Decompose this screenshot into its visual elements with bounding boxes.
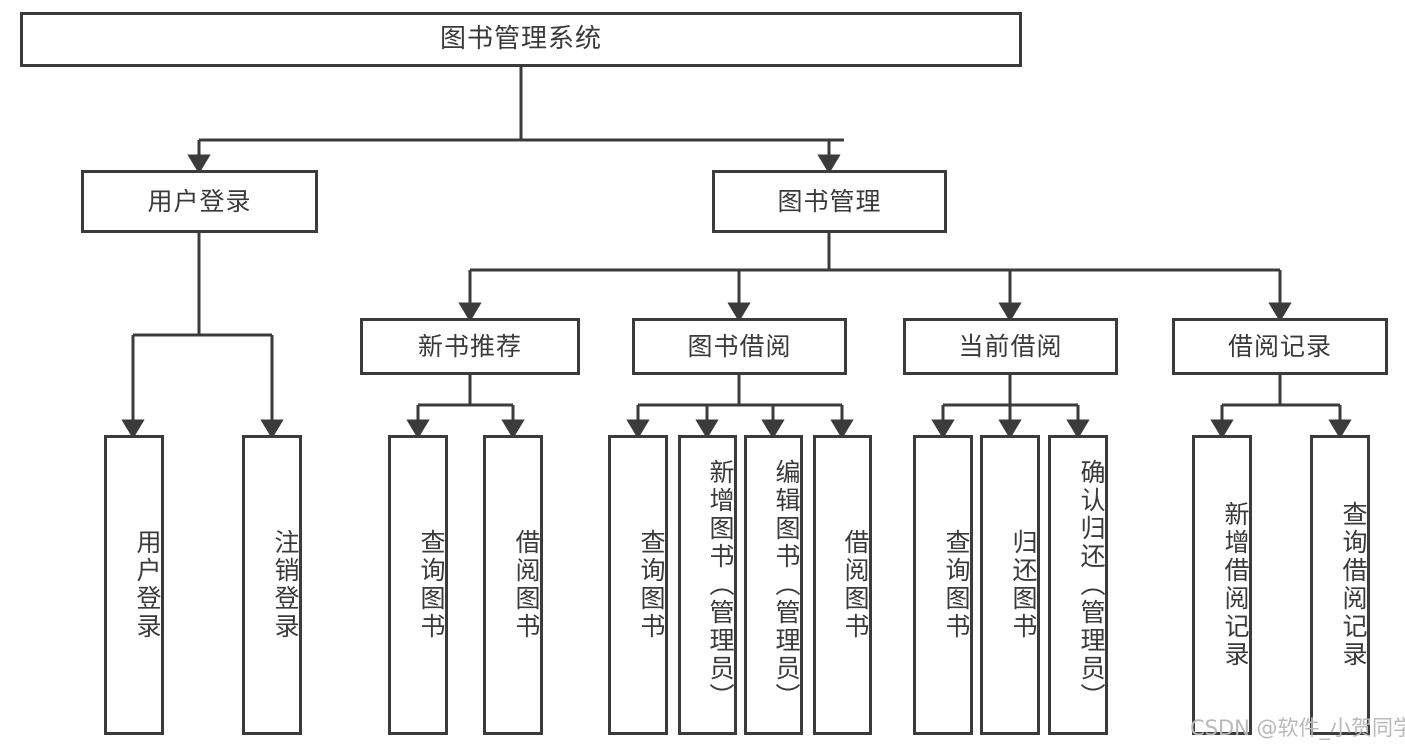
node-label: 查询借阅记录 (1339, 501, 1368, 669)
node-label: 编辑图书（管理员） (772, 459, 801, 711)
node-label: 查询图书 (417, 529, 446, 641)
node-label: 归还图书 (1009, 529, 1038, 641)
node-book-management-system[interactable]: 图书管理系统 (20, 12, 1022, 67)
node-label: 用户登录 (133, 529, 162, 641)
node-book-management[interactable]: 图书管理 (712, 170, 947, 233)
node-leaf-user-login[interactable]: 用户登录 (104, 435, 164, 735)
node-leaf-query-book-current[interactable]: 查询图书 (913, 435, 973, 735)
node-book-borrow[interactable]: 图书借阅 (632, 318, 847, 375)
node-leaf-confirm-return-admin[interactable]: 确认归还（管理员） (1048, 435, 1108, 735)
node-leaf-query-book-borrow[interactable]: 查询图书 (608, 435, 668, 735)
node-leaf-add-borrow-record[interactable]: 新增借阅记录 (1192, 435, 1252, 735)
node-leaf-return-book[interactable]: 归还图书 (980, 435, 1040, 735)
node-label: 新增图书（管理员） (706, 459, 735, 711)
node-label: 借阅图书 (841, 529, 870, 641)
node-label: 查询图书 (942, 529, 971, 641)
node-label: 确认归还（管理员） (1077, 459, 1106, 711)
node-label: 查询图书 (637, 529, 666, 641)
node-leaf-logout[interactable]: 注销登录 (242, 435, 302, 735)
node-current-borrow[interactable]: 当前借阅 (903, 318, 1118, 375)
node-label: 图书管理系统 (439, 24, 602, 55)
node-leaf-borrow-book-newbook[interactable]: 借阅图书 (483, 435, 543, 735)
node-label: 图书借阅 (687, 331, 792, 361)
csdn-watermark: CSDN @软件_小贺同学 (1190, 716, 1405, 740)
node-label: 当前借阅 (958, 331, 1063, 361)
node-label: 新增借阅记录 (1221, 501, 1250, 669)
node-leaf-borrow-book[interactable]: 借阅图书 (813, 435, 872, 735)
node-borrow-record[interactable]: 借阅记录 (1172, 318, 1388, 375)
node-user-login[interactable]: 用户登录 (81, 170, 318, 233)
node-label: 注销登录 (271, 529, 300, 641)
node-leaf-edit-book-admin[interactable]: 编辑图书（管理员） (744, 435, 803, 735)
node-label: 借阅图书 (512, 529, 541, 641)
node-leaf-query-book-newbook[interactable]: 查询图书 (388, 435, 448, 735)
node-leaf-query-borrow-record[interactable]: 查询借阅记录 (1310, 435, 1370, 735)
node-new-book-recommend[interactable]: 新书推荐 (360, 318, 580, 375)
node-label: 新书推荐 (417, 331, 522, 361)
node-leaf-add-book-admin[interactable]: 新增图书（管理员） (678, 435, 737, 735)
node-label: 用户登录 (147, 186, 252, 216)
node-label: 图书管理 (777, 186, 882, 216)
node-label: 借阅记录 (1227, 331, 1332, 361)
